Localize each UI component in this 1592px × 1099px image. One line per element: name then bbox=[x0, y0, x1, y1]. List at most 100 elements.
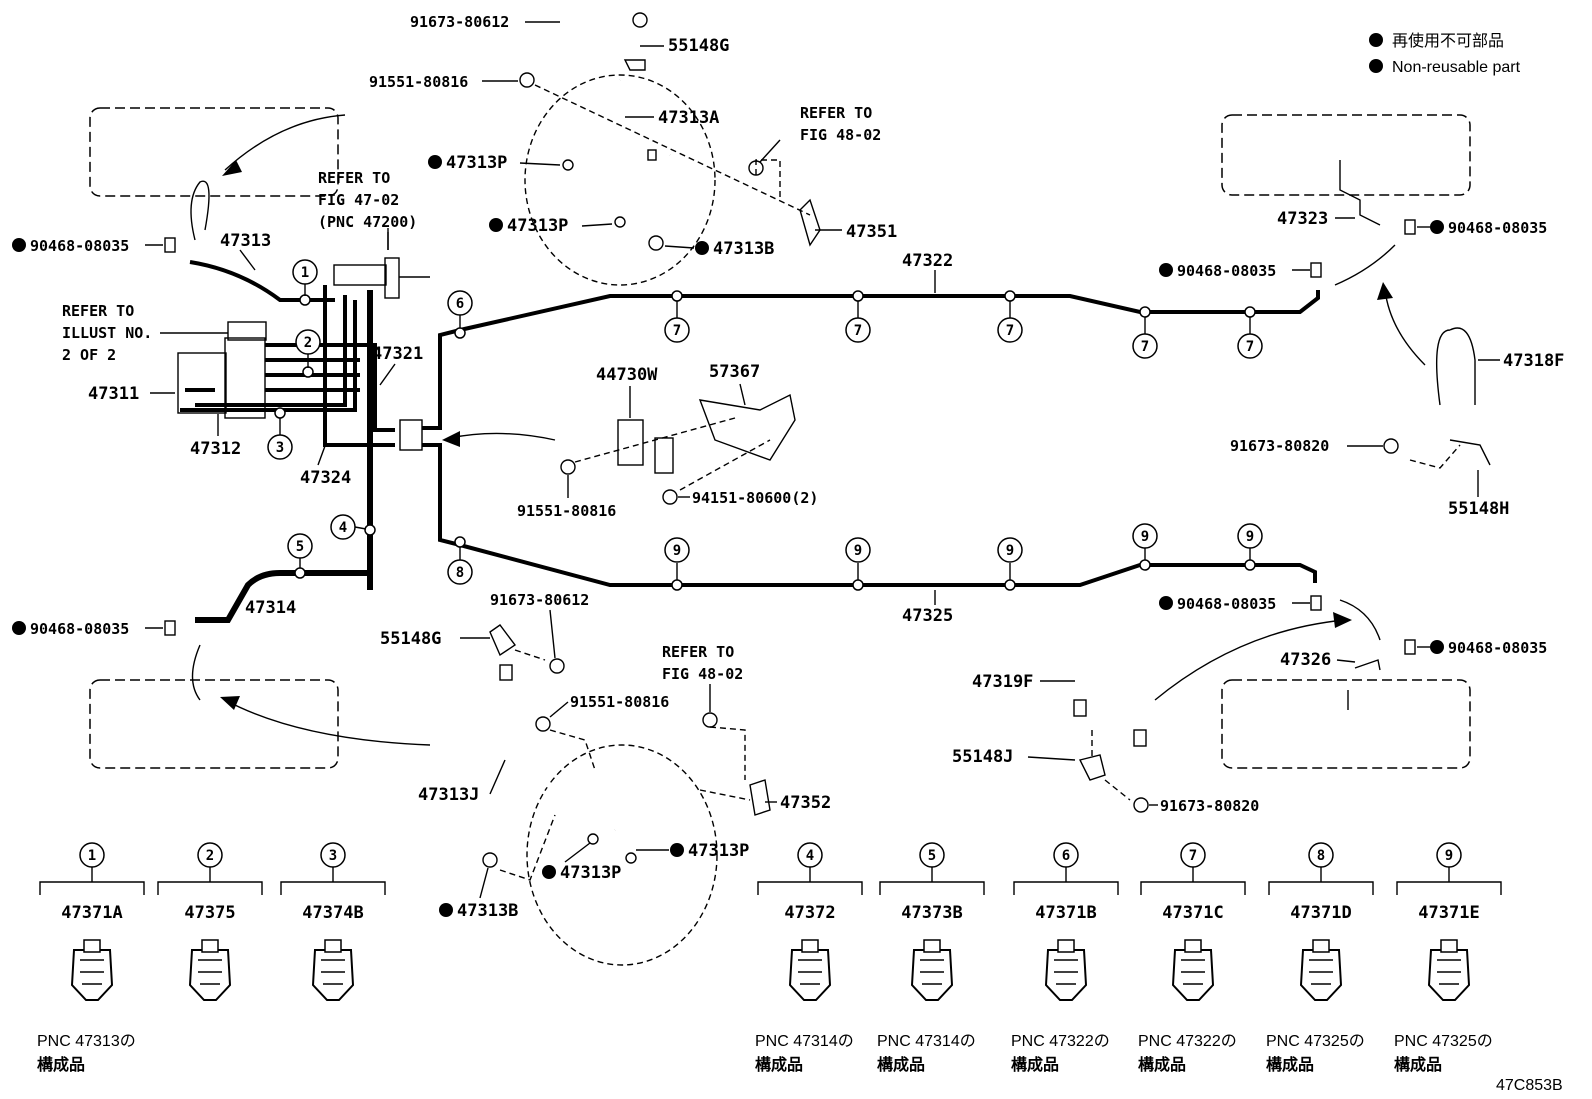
label-47352: 47352 bbox=[780, 793, 831, 813]
refer-fig-47-02-line1: REFER TO bbox=[318, 169, 390, 187]
dash-leader bbox=[755, 159, 781, 200]
pipe-callouts: 1 2 3 4 5 6 8 7 7 7 7 7 9 9 9 9 9 bbox=[267, 259, 1263, 585]
left-top-hose-end bbox=[190, 180, 210, 241]
label-47324: 47324 bbox=[300, 468, 351, 488]
clip-number: 8 bbox=[1317, 848, 1325, 864]
clip-note: PNC 47322の bbox=[1011, 1033, 1110, 1050]
clip-note: PNC 47314の bbox=[877, 1033, 976, 1050]
refer-illust-line2: ILLUST NO. bbox=[62, 324, 152, 342]
label-90468-left-top: 90468-08035 bbox=[30, 237, 129, 255]
non-reusable-dot-icon bbox=[1369, 59, 1383, 73]
figure-code: 47C853B bbox=[1496, 1077, 1563, 1094]
callout-6: 6 bbox=[456, 296, 464, 312]
middle-brackets bbox=[560, 393, 796, 505]
clip-icon bbox=[1171, 939, 1215, 1001]
legend: 再使用不可部品 Non-reusable part bbox=[1369, 32, 1521, 76]
pipe-47325 bbox=[422, 443, 1317, 587]
callout-7: 7 bbox=[854, 323, 862, 339]
label-47313: 47313 bbox=[220, 231, 271, 251]
clip-icon bbox=[1427, 939, 1471, 1001]
clip-note: 構成品 bbox=[37, 1055, 85, 1074]
clip-note: PNC 47325の bbox=[1266, 1033, 1365, 1050]
arrow-to-right-top-caliper bbox=[1384, 289, 1426, 366]
label-47319F: 47319F bbox=[972, 672, 1033, 692]
label-91551-80816-mid: 91551-80816 bbox=[517, 502, 616, 520]
callout-9: 9 bbox=[1246, 529, 1254, 545]
callout-1: 1 bbox=[301, 265, 309, 281]
label-91673-80820-right: 91673-80820 bbox=[1230, 437, 1329, 455]
label-47313B-bottom: 47313B bbox=[457, 901, 518, 921]
bracket-55148J bbox=[1078, 754, 1106, 781]
pipe-47326 bbox=[1354, 659, 1381, 671]
caliper-ref-box-right-top bbox=[1221, 114, 1471, 196]
arrow-to-left-top-caliper bbox=[224, 114, 346, 171]
refer-fig-48-02-top-line1: REFER TO bbox=[800, 104, 872, 122]
clip-note: PNC 47322の bbox=[1138, 1033, 1237, 1050]
clip-item: 3 47374B bbox=[280, 842, 386, 1001]
right-top-hose-end bbox=[1334, 244, 1396, 286]
label-47314: 47314 bbox=[245, 598, 296, 618]
clip-note: 構成品 bbox=[1011, 1055, 1059, 1074]
clip-icon bbox=[311, 939, 355, 1001]
label-90468-right-top: 90468-08035 bbox=[1448, 219, 1547, 237]
callout-7: 7 bbox=[1246, 339, 1254, 355]
callout-leaders bbox=[279, 282, 1251, 580]
label-47318F: 47318F bbox=[1503, 351, 1564, 371]
callout-7: 7 bbox=[673, 323, 681, 339]
refer-fig-47-02-line2: FIG 47-02 bbox=[318, 191, 399, 209]
legend-non-reusable-jp: 再使用不可部品 bbox=[1392, 32, 1504, 50]
dash-leader bbox=[534, 84, 811, 216]
callout-9: 9 bbox=[1006, 543, 1014, 559]
clip-note: PNC 47313の bbox=[37, 1033, 136, 1050]
callout-4: 4 bbox=[339, 520, 347, 536]
refer-fig-48-02-bottom-line1: REFER TO bbox=[662, 643, 734, 661]
legend-non-reusable-en: Non-reusable part bbox=[1392, 59, 1521, 76]
front-hose-assembly-bottom bbox=[482, 624, 771, 966]
clip-note: 構成品 bbox=[1266, 1055, 1314, 1074]
front-hose-assembly-top bbox=[519, 12, 821, 286]
label-47325: 47325 bbox=[902, 606, 953, 626]
label-91551-80816-bottom: 91551-80816 bbox=[570, 693, 669, 711]
clip-note: 構成品 bbox=[1138, 1055, 1186, 1074]
label-57367: 57367 bbox=[709, 362, 760, 382]
clip-note: PNC 47325の bbox=[1394, 1033, 1493, 1050]
caliper-ref-box-right-bottom bbox=[1221, 679, 1471, 769]
label-90468-right-mid: 90468-08035 bbox=[1177, 262, 1276, 280]
callout-7: 7 bbox=[1006, 323, 1014, 339]
clip-part-number: 47374B bbox=[302, 903, 363, 923]
callout-5: 5 bbox=[296, 539, 304, 555]
pipe-47322 bbox=[422, 290, 1320, 430]
label-47313P-3: 47313P bbox=[688, 841, 749, 861]
clip-part-number: 47371D bbox=[1290, 903, 1351, 923]
label-47313P-4: 47313P bbox=[560, 863, 621, 883]
label-55148J: 55148J bbox=[952, 747, 1013, 767]
clip-number: 9 bbox=[1445, 848, 1453, 864]
clip-number: 6 bbox=[1062, 848, 1070, 864]
label-55148H: 55148H bbox=[1448, 499, 1509, 519]
label-91673-80612-bottom: 91673-80612 bbox=[490, 591, 589, 609]
clip-part-number: 47372 bbox=[784, 903, 835, 923]
clip-icon bbox=[910, 939, 954, 1001]
refer-illust-line1: REFER TO bbox=[62, 302, 134, 320]
label-90468-left-bottom: 90468-08035 bbox=[30, 620, 129, 638]
clip-icon bbox=[70, 939, 114, 1001]
bracket-55148H bbox=[1449, 439, 1491, 466]
clip-number: 3 bbox=[329, 848, 337, 864]
callout-9: 9 bbox=[854, 543, 862, 559]
hose-47318F bbox=[1436, 327, 1476, 406]
label-47351: 47351 bbox=[846, 222, 897, 242]
right-bottom-hose-end bbox=[1339, 599, 1381, 641]
non-reusable-dot-icon bbox=[1369, 33, 1383, 47]
clip-icon bbox=[788, 939, 832, 1001]
pipe-47323 bbox=[1339, 160, 1381, 226]
label-47312: 47312 bbox=[190, 439, 241, 459]
label-91673-80820-bottom: 91673-80820 bbox=[1160, 797, 1259, 815]
pipe-47314 bbox=[195, 570, 370, 623]
label-47323: 47323 bbox=[1277, 209, 1328, 229]
